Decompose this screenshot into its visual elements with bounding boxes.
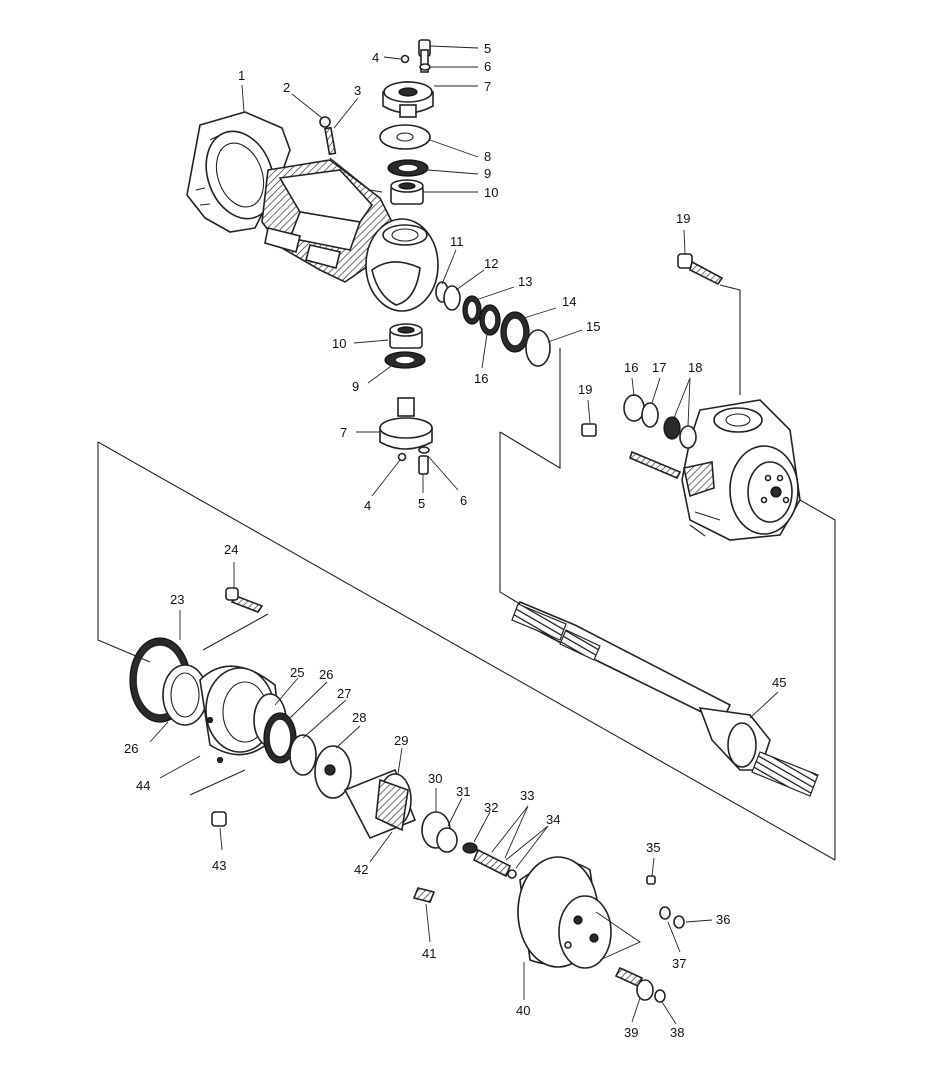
axle-housing — [186, 111, 439, 312]
callout-31: 31 — [456, 784, 470, 799]
callout-5-bottom: 5 — [418, 496, 425, 511]
lower-kingpin-parts — [379, 323, 433, 475]
callout-43: 43 — [212, 858, 226, 873]
callout-16-right: 16 — [624, 360, 638, 375]
callout-19-bottom: 19 — [578, 382, 592, 397]
callout-6-top: 6 — [484, 59, 491, 74]
callout-14: 14 — [562, 294, 576, 309]
callout-4-bottom: 4 — [364, 498, 371, 513]
callout-6-bottom: 6 — [460, 493, 467, 508]
assembly-boundary-lines — [97, 157, 836, 861]
callout-32: 32 — [484, 800, 498, 815]
callout-leaders — [149, 45, 779, 1025]
callout-25: 25 — [290, 665, 304, 680]
callout-10-bottom: 10 — [332, 336, 346, 351]
callout-42: 42 — [354, 862, 368, 877]
callout-44: 44 — [136, 778, 150, 793]
callout-11: 11 — [450, 234, 464, 249]
callout-29: 29 — [394, 733, 408, 748]
callout-4-top: 4 — [372, 50, 379, 65]
callout-23: 23 — [170, 592, 184, 607]
callout-10-top: 10 — [484, 185, 498, 200]
callout-30: 30 — [428, 771, 442, 786]
final-drive-parts — [129, 587, 685, 1003]
callout-36: 36 — [716, 912, 730, 927]
callout-8: 8 — [484, 149, 491, 164]
callout-9-bottom: 9 — [352, 379, 359, 394]
callout-39: 39 — [624, 1025, 638, 1040]
callout-45: 45 — [772, 675, 786, 690]
callout-16-left: 16 — [474, 371, 488, 386]
callout-3: 3 — [354, 83, 361, 98]
callout-26-bottom: 26 — [124, 741, 138, 756]
callout-5-top: 5 — [484, 41, 491, 56]
drive-shaft — [511, 600, 819, 797]
callout-13: 13 — [518, 274, 532, 289]
callout-35: 35 — [646, 840, 660, 855]
callout-2: 2 — [283, 80, 290, 95]
callout-12: 12 — [484, 256, 498, 271]
callout-9-top: 9 — [484, 166, 491, 181]
callout-27: 27 — [337, 686, 351, 701]
callout-7-top: 7 — [484, 79, 491, 94]
bolt-19-parts — [581, 253, 724, 480]
axle-seal-rings — [435, 281, 551, 367]
callout-37: 37 — [672, 956, 686, 971]
upper-kingpin-parts — [379, 39, 434, 205]
callout-38: 38 — [670, 1025, 684, 1040]
callout-labels: 1 2 3 4 5 6 7 8 9 10 11 12 13 14 15 16 1… — [124, 41, 786, 1040]
callout-34: 34 — [546, 812, 560, 827]
callout-41: 41 — [422, 946, 436, 961]
callout-15: 15 — [586, 319, 600, 334]
callout-17: 17 — [652, 360, 666, 375]
steering-knuckle-housing — [623, 394, 801, 541]
callout-40: 40 — [516, 1003, 530, 1018]
callout-18: 18 — [688, 360, 702, 375]
callout-24: 24 — [224, 542, 238, 557]
callout-28: 28 — [352, 710, 366, 725]
callout-1: 1 — [238, 68, 245, 83]
callout-19-top: 19 — [676, 211, 690, 226]
callout-26-top: 26 — [319, 667, 333, 682]
callout-33: 33 — [520, 788, 534, 803]
callout-7-bottom: 7 — [340, 425, 347, 440]
grease-fitting-parts — [319, 116, 337, 156]
